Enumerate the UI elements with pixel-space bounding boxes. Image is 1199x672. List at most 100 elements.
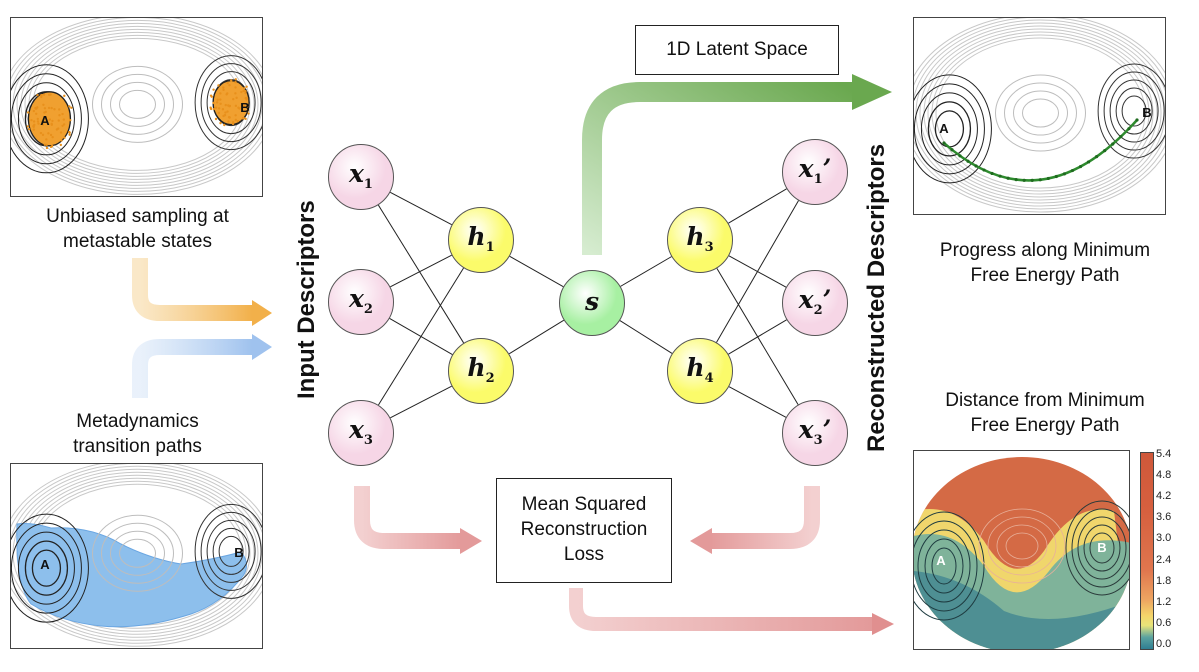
contour-center	[110, 530, 165, 576]
sample-point	[217, 111, 221, 115]
sample-point	[42, 117, 46, 121]
arrow-output-to-loss-head	[690, 528, 712, 554]
contour-basin-a	[917, 529, 971, 603]
node-symbol: x	[349, 158, 364, 188]
edge-h1-s	[509, 255, 564, 288]
metad-caption-line1: Metadynamics	[76, 411, 199, 432]
sample-point	[41, 123, 45, 126]
sample-point	[61, 124, 64, 128]
sample-point	[27, 127, 31, 131]
sample-point	[214, 117, 218, 121]
contour-basin-b	[1065, 500, 1129, 596]
sample-point	[42, 103, 45, 106]
state-b-label: B	[1097, 540, 1107, 555]
sample-point	[227, 104, 230, 107]
mfep-point	[1070, 168, 1075, 173]
node-symbol: x	[798, 284, 814, 314]
contour-center	[92, 514, 183, 592]
node-subscript: 2	[813, 302, 823, 318]
contour-outer	[11, 464, 262, 644]
mfep-point	[1095, 155, 1099, 159]
node-symbol: x	[349, 283, 364, 313]
contour-basin-b	[1089, 532, 1115, 564]
input-node-x1: x1	[328, 144, 394, 210]
sample-point	[209, 106, 212, 109]
arrow-loss-to-plot-head	[872, 613, 894, 635]
contour-center	[1022, 98, 1059, 128]
sample-point	[45, 143, 48, 147]
node-symbol: h	[686, 352, 705, 382]
edge-h2-s	[508, 319, 565, 355]
metad-caption: Metadynamics transition paths	[5, 409, 270, 459]
sample-point	[223, 113, 227, 117]
mfep-point	[966, 159, 970, 163]
sample-point	[236, 119, 240, 123]
edge-x3-h1	[378, 267, 464, 406]
loss-line3: Loss	[563, 544, 605, 565]
sample-point	[42, 93, 46, 96]
contour-center	[101, 522, 174, 584]
sample-point	[34, 106, 37, 110]
sample-point	[212, 101, 215, 105]
sample-point	[33, 123, 36, 127]
unbiased-caption: Unbiased sampling at metastable states	[5, 204, 270, 254]
node-subscript: 2	[485, 370, 495, 386]
sample-point	[209, 94, 213, 97]
state-b-label: B	[234, 545, 244, 560]
contour-center	[978, 508, 1066, 584]
sample-point	[223, 123, 226, 127]
arrow-unbiased-head	[252, 300, 272, 326]
sample-point	[226, 81, 229, 85]
sample-point	[62, 118, 66, 121]
contour-basin-b	[194, 503, 262, 599]
sample-point	[234, 86, 237, 89]
colorbar-tick-label: 1.2	[1156, 595, 1172, 608]
node-label-x2: x2	[329, 284, 393, 317]
contour-basin-a	[24, 540, 69, 596]
contour-basin-a	[914, 511, 985, 621]
sample-point	[45, 138, 48, 141]
sample-point	[26, 111, 30, 114]
colorbar-tick-label: 0.0	[1156, 638, 1172, 650]
hidden-node-h3: h3	[667, 207, 733, 273]
metadynamics-plot: A B	[10, 463, 263, 649]
sample-point	[222, 88, 225, 92]
node-subscript: 3	[363, 432, 373, 448]
sample-point	[50, 122, 53, 126]
contour-basin-a	[914, 83, 985, 175]
state-b-label: B	[240, 100, 250, 115]
distance-caption: Distance from Minimum Free Energy Path	[905, 388, 1185, 438]
contour-basin-a	[17, 82, 75, 156]
node-subscript: 1	[813, 171, 823, 187]
node-label-s: s	[560, 287, 624, 316]
output-node-x2: x2’	[782, 270, 848, 336]
sample-point	[243, 87, 246, 90]
arrow-input-to-loss-head	[460, 528, 482, 554]
colorbar-tick-label: 4.8	[1156, 469, 1172, 482]
sample-point	[227, 120, 230, 123]
state-a-label: A	[40, 113, 50, 128]
sample-point	[50, 144, 54, 148]
contour-basin-b	[1103, 71, 1165, 151]
sample-point	[244, 91, 247, 95]
progress-caption: Progress along Minimum Free Energy Path	[905, 238, 1185, 288]
sample-point	[41, 120, 44, 123]
sample-point	[226, 92, 229, 95]
sample-point	[43, 111, 46, 114]
sample-point	[212, 88, 215, 91]
sample-point	[245, 96, 249, 100]
contour-basin-b	[212, 527, 250, 575]
node-subscript: 3	[813, 432, 823, 448]
state-a-label: A	[939, 121, 949, 136]
sample-point	[47, 93, 51, 96]
colorbar	[1140, 452, 1154, 650]
colorbar-tick-label: 2.4	[1156, 553, 1172, 566]
sample-point	[32, 125, 35, 128]
contour-basin-b	[1115, 87, 1153, 135]
node-label-h1: h1	[449, 222, 513, 255]
sample-point	[47, 106, 51, 110]
input-node-x3: x3	[328, 400, 394, 466]
contour-basin-a	[914, 520, 978, 612]
